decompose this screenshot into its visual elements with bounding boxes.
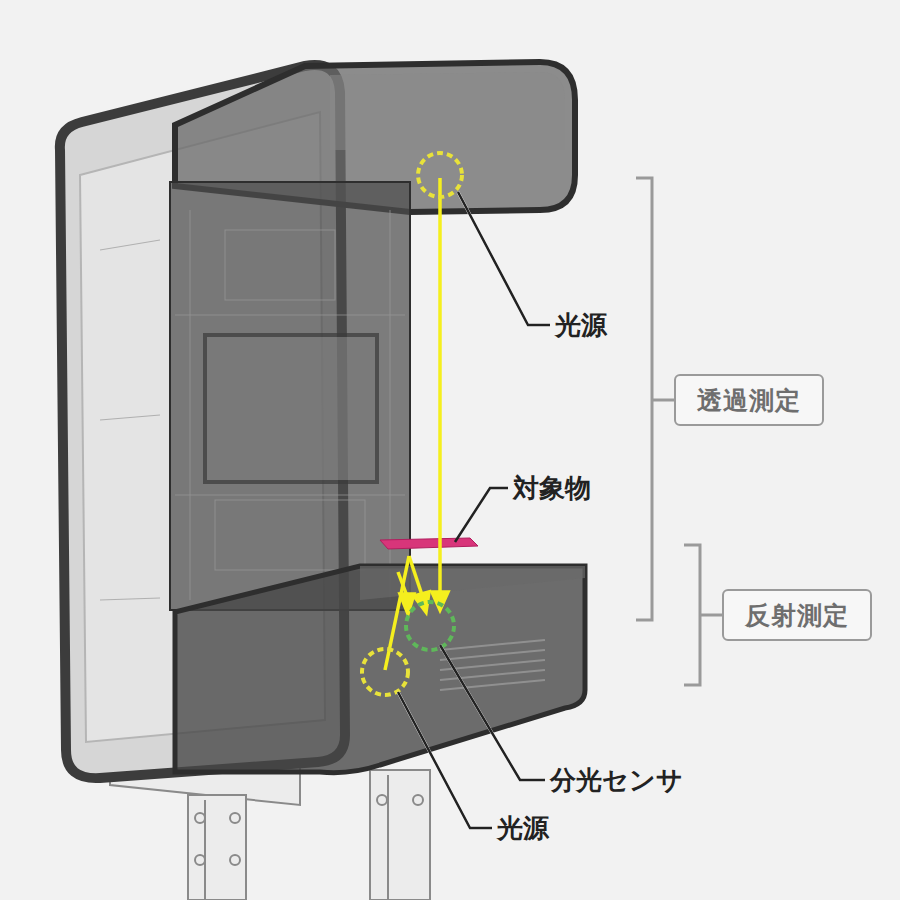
source-marker [362, 649, 408, 695]
light-path [385, 178, 448, 670]
sensor-marker [406, 602, 454, 650]
box-text: 透過測定 [697, 384, 801, 417]
part-label: 光源 [555, 312, 607, 338]
part-label: 対象物 [513, 475, 591, 501]
measurement-box: 反射測定 [722, 589, 872, 641]
leader-line [398, 192, 550, 828]
source-marker [418, 153, 462, 197]
target-object [380, 538, 478, 549]
part-label: 光源 [497, 815, 549, 841]
range-bracket [636, 178, 722, 685]
cabinet [60, 62, 585, 778]
part-label: 分光センサ [550, 767, 683, 793]
measurement-box: 透過測定 [674, 374, 824, 426]
box-text: 反射測定 [745, 599, 849, 632]
